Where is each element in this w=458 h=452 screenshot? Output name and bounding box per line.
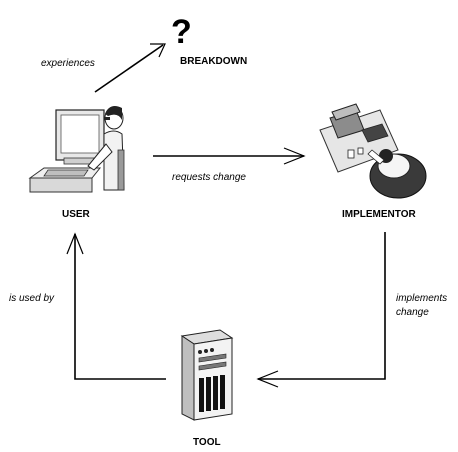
experiences-label: experiences	[41, 58, 95, 69]
implements-change-arrow	[256, 232, 386, 388]
is-used-by-arrow	[66, 232, 166, 380]
is-used-by-label: is used by	[9, 293, 55, 304]
breakdown-label: BREAKDOWN	[180, 56, 247, 67]
user-at-computer-icon	[28, 106, 125, 193]
tool-label: TOOL	[193, 437, 221, 448]
server-tower-icon	[180, 329, 234, 421]
user-label: USER	[62, 209, 91, 220]
question-mark-icon: ?	[171, 13, 192, 51]
implements-change-line-1: implements	[396, 293, 447, 304]
requests-change-label: requests change	[172, 172, 246, 183]
implements-change-label: implements change	[396, 293, 450, 318]
implementor-at-desk-icon	[319, 103, 427, 199]
implements-change-line-2: change	[396, 307, 429, 318]
requests-change-arrow	[153, 147, 306, 165]
implementor-label: IMPLEMENTOR	[342, 209, 416, 220]
experiences-arrow	[94, 43, 166, 93]
